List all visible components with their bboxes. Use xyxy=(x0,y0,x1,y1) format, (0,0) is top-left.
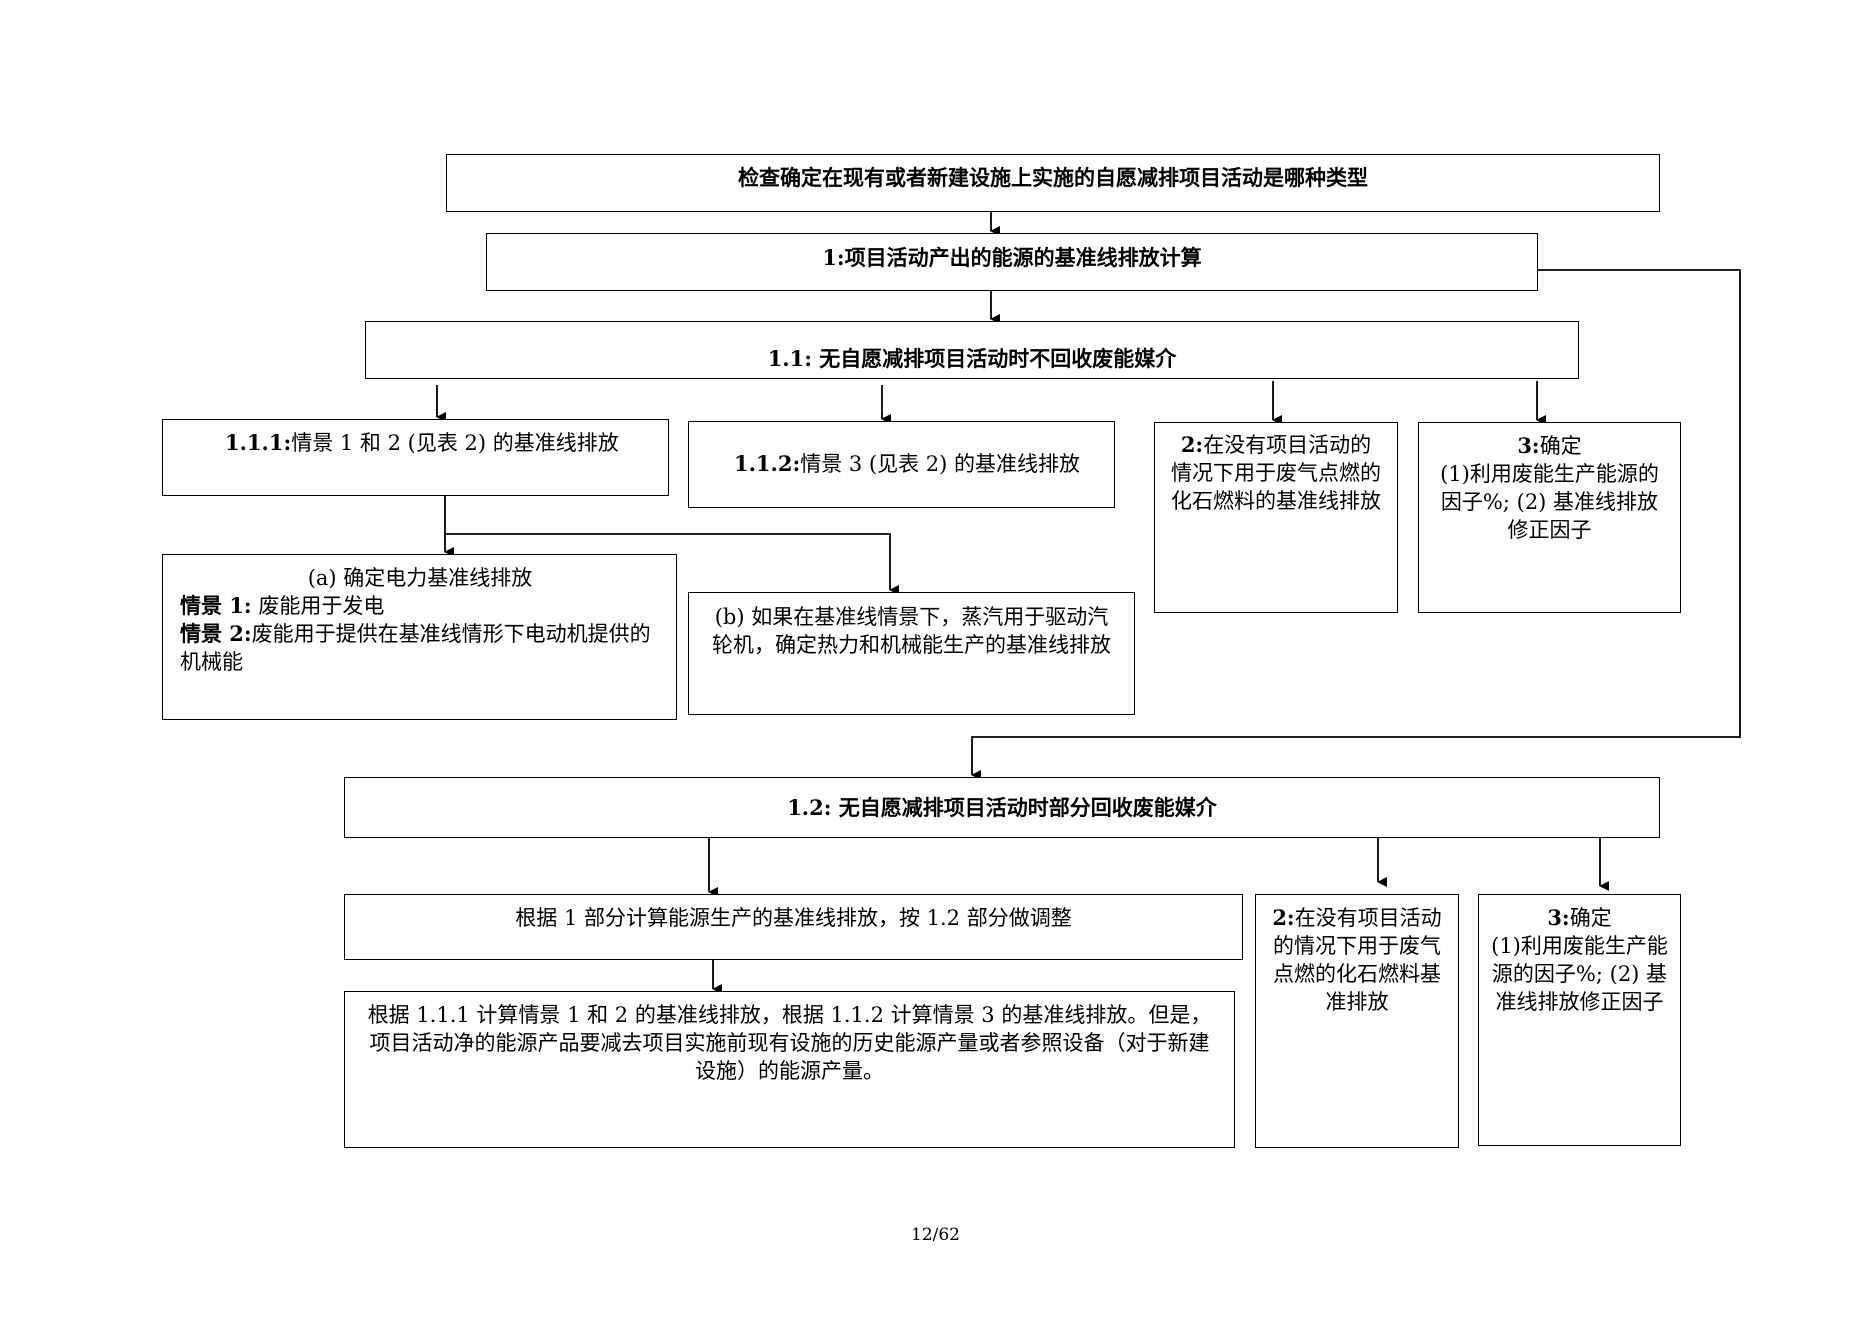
arrow-s111-to-b xyxy=(445,533,899,595)
section-1-2-factor-text2: (1)利用废能生产能源的因子%; (2) 基准线排放修正因子 xyxy=(1491,934,1668,1014)
section-1-1-factor-label: 3: xyxy=(1517,433,1540,458)
section-1-1-factor-text1: 确定 xyxy=(1539,434,1582,458)
section-1-1-1-label: 1.1.1: xyxy=(225,430,292,455)
section-1-box: 1:项目活动产出的能源的基准线排放计算 xyxy=(486,233,1538,291)
section-1-1-box: 1.1: 无自愿减排项目活动时不回收废能媒介 xyxy=(365,321,1579,379)
section-1-2-detail-box: 根据 1.1.1 计算情景 1 和 2 的基准线排放，根据 1.1.2 计算情景… xyxy=(344,991,1235,1148)
scenario-2-text: 废能用于提供在基准线情形下电动机提供的机械能 xyxy=(180,622,651,674)
section-1-2-box: 1.2: 无自愿减排项目活动时部分回收废能媒介 xyxy=(344,777,1660,838)
scenario-1-text: 废能用于发电 xyxy=(251,594,385,618)
section-1-1-fuel-box: 2:在没有项目活动的情况下用于废气点燃的化石燃料的基准线排放 xyxy=(1154,422,1398,613)
section-1-2-calc-box: 根据 1 部分计算能源生产的基准线排放，按 1.2 部分做调整 xyxy=(344,894,1243,960)
arrow-s1-to-s12 xyxy=(971,269,1741,780)
electricity-baseline-title: (a) 确定电力基准线排放 xyxy=(307,566,533,590)
section-1-title: 1:项目活动产出的能源的基准线排放计算 xyxy=(822,245,1202,270)
section-1-1-factor-text2: (1)利用废能生产能源的因子%; (2) 基准线排放修正因子 xyxy=(1440,462,1659,542)
section-1-1-2-box: 1.1.2:情景 3 (见表 2) 的基准线排放 xyxy=(688,421,1115,508)
section-1-2-fuel-label: 2: xyxy=(1272,905,1295,930)
section-1-2-factor-box: 3:确定 (1)利用废能生产能源的因子%; (2) 基准线排放修正因子 xyxy=(1478,894,1681,1146)
section-1-2-factor-text1: 确定 xyxy=(1569,906,1612,930)
steam-turbine-text: (b) 如果在基准线情景下，蒸汽用于驱动汽轮机，确定热力和机械能生产的基准线排放 xyxy=(712,605,1111,657)
section-1-1-title: 1.1: 无自愿减排项目活动时不回收废能媒介 xyxy=(767,346,1177,371)
steam-turbine-box: (b) 如果在基准线情景下，蒸汽用于驱动汽轮机，确定热力和机械能生产的基准线排放 xyxy=(688,592,1135,715)
section-1-1-1-box: 1.1.1:情景 1 和 2 (见表 2) 的基准线排放 xyxy=(162,419,669,496)
type-check-title: 检查确定在现有或者新建设施上实施的自愿减排项目活动是哪种类型 xyxy=(738,165,1368,190)
section-1-1-fuel-label: 2: xyxy=(1180,432,1204,457)
section-1-1-2-text: 情景 3 (见表 2) 的基准线排放 xyxy=(800,452,1081,476)
section-1-2-fuel-box: 2:在没有项目活动的情况下用于废气点燃的化石燃料基准排放 xyxy=(1255,894,1459,1148)
electricity-baseline-box: (a) 确定电力基准线排放 情景 1: 废能用于发电 情景 2:废能用于提供在基… xyxy=(162,554,677,720)
scenario-1-label: 情景 1: xyxy=(180,593,252,618)
section-1-2-factor-label: 3: xyxy=(1547,905,1570,930)
section-1-1-fuel-text: 在没有项目活动的情况下用于废气点燃的化石燃料的基准线排放 xyxy=(1171,433,1381,513)
section-1-1-2-label: 1.1.2: xyxy=(734,451,801,476)
scenario-2-label: 情景 2: xyxy=(180,621,252,646)
page-number: 12/62 xyxy=(911,1225,960,1245)
section-1-2-title: 1.2: 无自愿减排项目活动时部分回收废能媒介 xyxy=(787,795,1217,820)
section-1-2-calc-text: 根据 1 部分计算能源生产的基准线排放，按 1.2 部分做调整 xyxy=(515,906,1072,930)
section-1-2-detail-text: 根据 1.1.1 计算情景 1 和 2 的基准线排放，根据 1.1.2 计算情景… xyxy=(367,1003,1212,1083)
section-1-1-1-text: 情景 1 和 2 (见表 2) 的基准线排放 xyxy=(291,431,619,455)
type-check-box: 检查确定在现有或者新建设施上实施的自愿减排项目活动是哪种类型 xyxy=(446,154,1660,212)
section-1-1-factor-box: 3:确定 (1)利用废能生产能源的因子%; (2) 基准线排放修正因子 xyxy=(1418,422,1681,613)
section-1-2-fuel-text: 在没有项目活动的情况下用于废气点燃的化石燃料基准排放 xyxy=(1273,906,1442,1014)
